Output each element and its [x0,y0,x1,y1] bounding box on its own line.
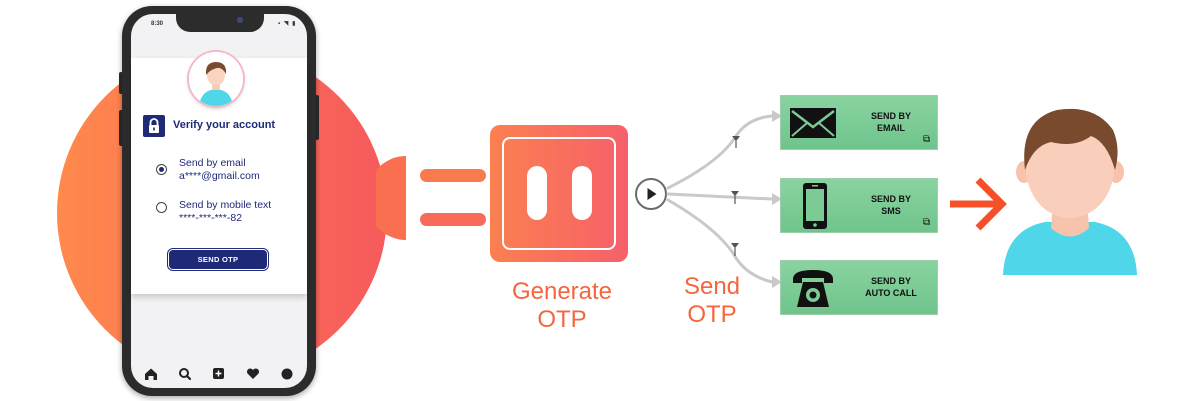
send-otp-caption: Send OTP [670,273,754,329]
generate-otp-caption: Generate OTP [500,278,624,334]
play-button[interactable] [635,178,667,210]
arrow-to-sms [666,192,774,201]
arrow-to-call [666,198,774,284]
telephone-icon [793,270,833,307]
option-mobile-label[interactable]: Send by mobile text ****-***-***-82 [179,199,271,225]
plug-head [376,156,406,240]
copy-icon: ⧉ [923,217,931,228]
radio-send-email[interactable] [156,164,167,175]
lock-icon [149,118,159,133]
send-otp-button[interactable]: SEND OTP [168,249,268,270]
user-avatar-icon [189,52,243,106]
channel-sms-line1: SEND BY [870,194,911,204]
envelope-icon [790,108,836,138]
recipient-user-icon [1003,108,1137,275]
camera-icon [237,17,243,23]
option-mobile-title: Send by mobile text [179,199,272,211]
socket-slot-left [527,166,547,220]
avatar [189,52,243,106]
option-mobile-number: ****-***-***-82 [179,212,243,224]
copy-icon: ⧉ [923,134,931,145]
channel-email-label: SEND BY EMAIL [856,110,926,134]
channel-call-line1: SEND BY [870,276,911,286]
socket-slot-right [572,166,592,220]
phone-side-button [119,72,123,94]
phone-side-button [315,95,319,140]
arrow-to-email [666,114,774,190]
send-caption-line2: OTP [687,301,737,328]
profile-icon[interactable] [281,368,293,380]
channel-email-box: SEND BY EMAIL ⧉ [780,95,938,150]
channel-sms-label: SEND BY SMS [856,193,926,217]
radio-send-mobile[interactable] [156,202,167,213]
status-icons: ▪ ◥ ▮ [278,21,297,27]
plug-prong-top [420,169,486,182]
plug-prong-bottom [420,213,486,226]
plug-connector [376,156,486,240]
generate-otp-box [490,125,628,262]
channel-call-line2: AUTO CALL [865,288,917,298]
add-icon[interactable] [213,368,224,379]
generate-otp-frame [502,137,616,250]
option-email-label[interactable]: Send by email a****@gmail.com [179,157,260,183]
channel-call-box: SEND BY AUTO CALL [780,260,938,315]
verify-title: Verify your account [173,119,276,131]
lock-badge [143,115,165,137]
generate-caption-line1: Generate [511,278,613,305]
branch-arrows [666,110,782,288]
play-icon [647,188,657,200]
mobile-phone-icon [803,183,827,229]
pin-marker [731,136,740,256]
phone-side-button [119,110,123,146]
search-icon[interactable] [179,368,192,381]
home-icon[interactable] [145,368,157,381]
arrow-right-icon [950,177,1007,231]
phone-notch [176,10,264,32]
channel-sms-line2: SMS [881,206,901,216]
generate-caption-line2: OTP [537,306,587,333]
bottom-nav [145,368,293,381]
channel-email-line1: SEND BY [870,111,911,121]
send-caption-line1: Send [683,273,741,300]
channel-sms-box: SEND BY SMS ⧉ [780,178,938,233]
option-email-address: a****@gmail.com [179,170,260,182]
heart-icon[interactable] [246,368,260,379]
status-time: 8:30 [151,21,164,27]
channel-call-label: SEND BY AUTO CALL [856,275,926,299]
channel-email-line2: EMAIL [877,123,905,133]
option-email-title: Send by email [179,157,246,169]
